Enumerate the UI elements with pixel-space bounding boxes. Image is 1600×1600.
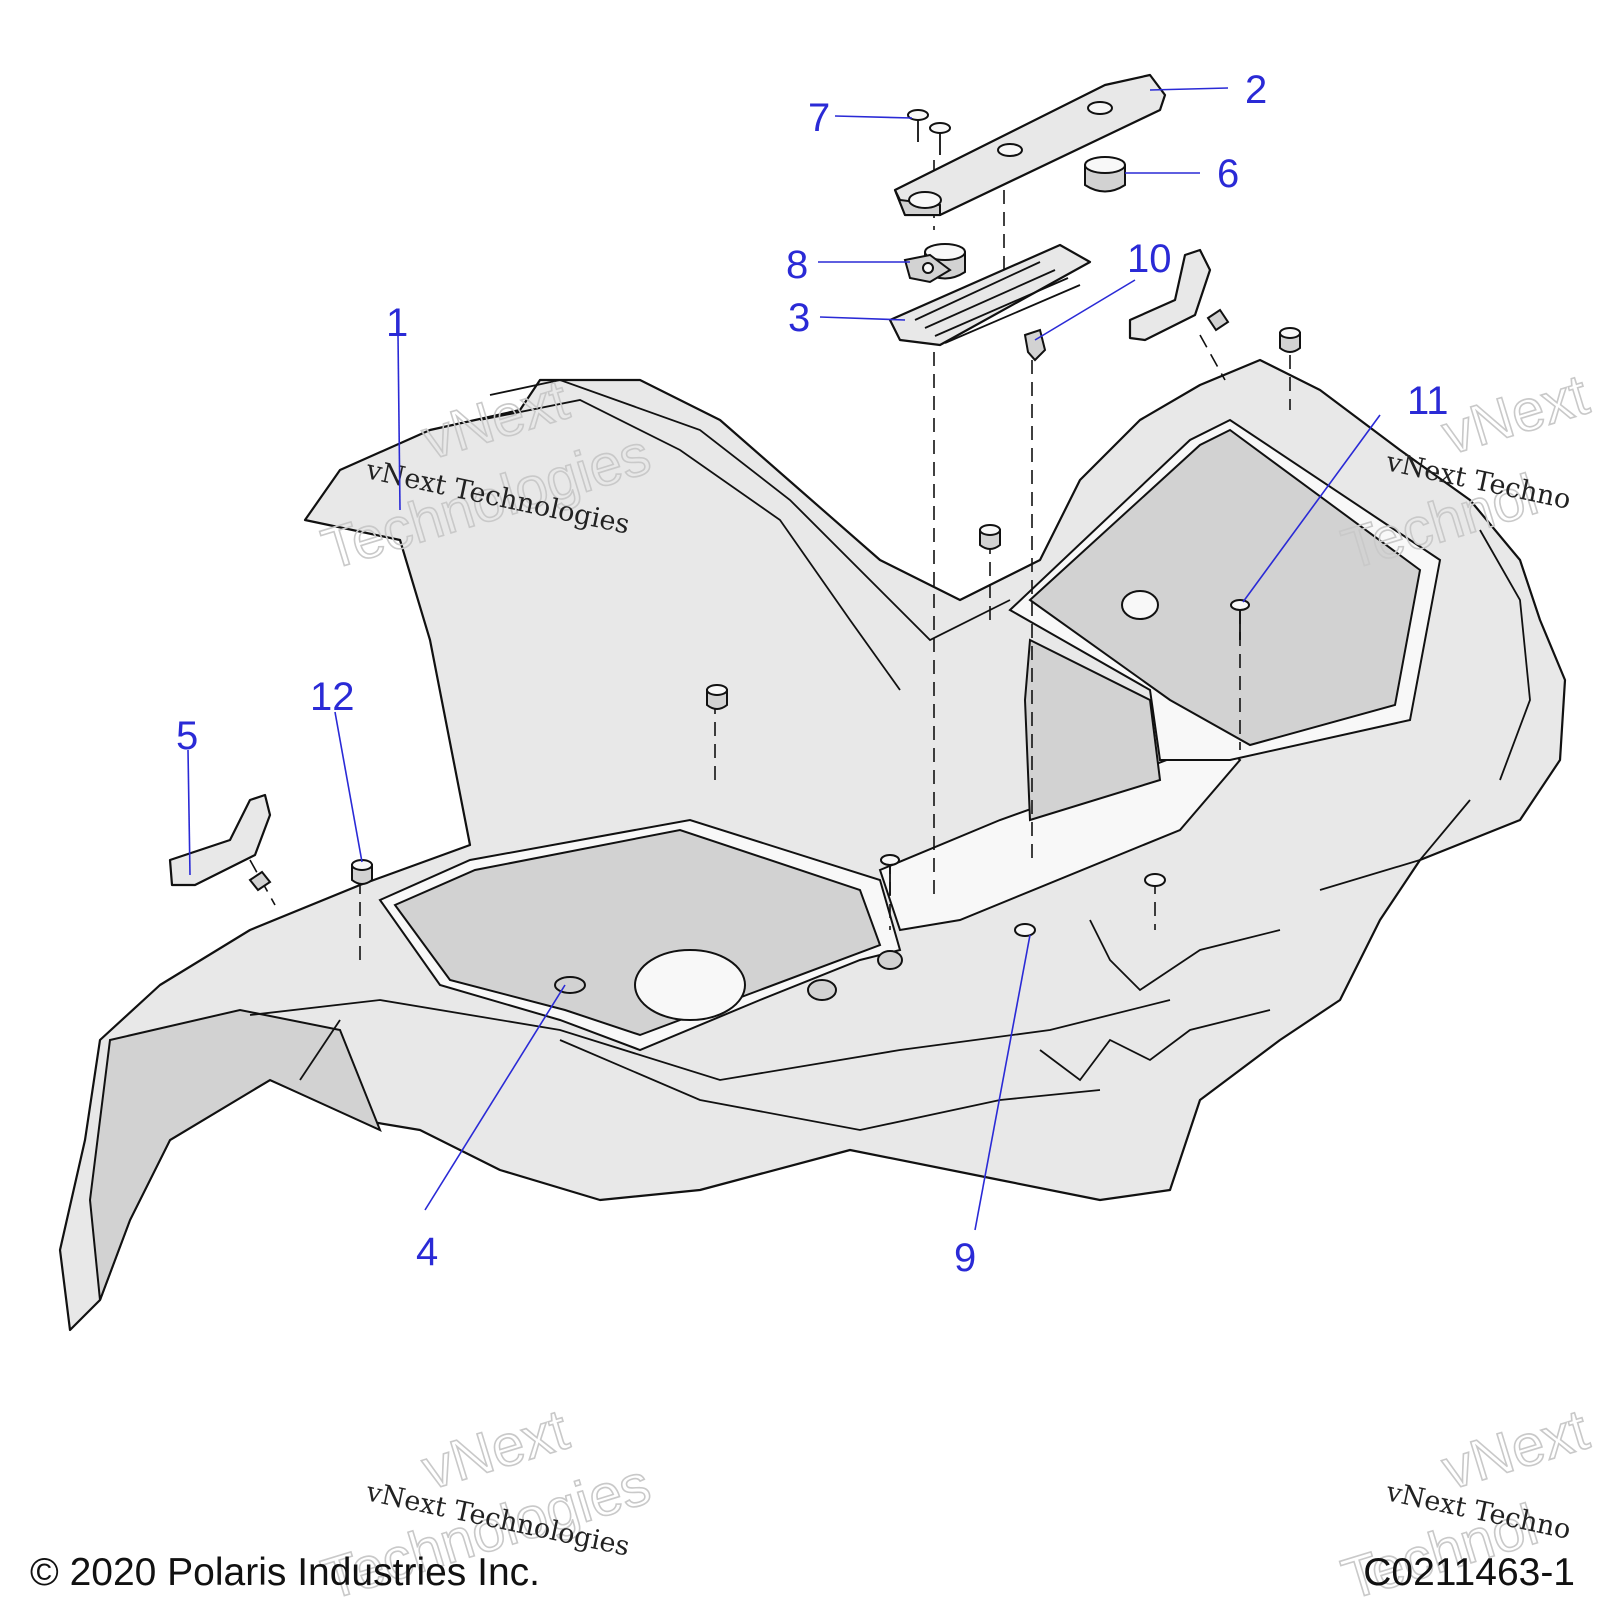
callout-12: 12 <box>310 675 355 719</box>
callout-5: 5 <box>176 714 198 758</box>
callout-8: 8 <box>786 243 808 287</box>
callout-labels: 1 2 3 4 5 6 7 8 9 10 11 12 <box>176 68 1449 1280</box>
latch-clip <box>903 253 952 284</box>
callout-9: 9 <box>954 1236 976 1280</box>
callout-1: 1 <box>386 301 408 345</box>
callout-10: 10 <box>1127 237 1172 281</box>
leader-lines <box>187 87 1381 1231</box>
callout-7: 7 <box>808 96 830 140</box>
rear-cab-body <box>58 358 1567 1332</box>
rear-rack-handle <box>893 73 1167 217</box>
callout-2: 2 <box>1245 68 1267 112</box>
callout-3: 3 <box>788 296 810 340</box>
drawing-number: C0211463-1 <box>1363 1551 1575 1594</box>
callout-11: 11 <box>1407 379 1449 423</box>
callout-4: 4 <box>416 1230 438 1274</box>
storage-lid <box>888 243 1092 347</box>
copyright-text: © 2020 Polaris Industries Inc. <box>30 1551 540 1594</box>
fastener-clip <box>1023 328 1047 362</box>
screws <box>907 109 951 155</box>
watermark-outline-top-right-1: vNext <box>1435 362 1596 468</box>
push-rivets <box>351 327 1301 937</box>
watermark-outline-bottom-right-1: vNext <box>1435 1397 1596 1503</box>
callout-6: 6 <box>1217 152 1239 196</box>
side-handles <box>168 248 1230 892</box>
